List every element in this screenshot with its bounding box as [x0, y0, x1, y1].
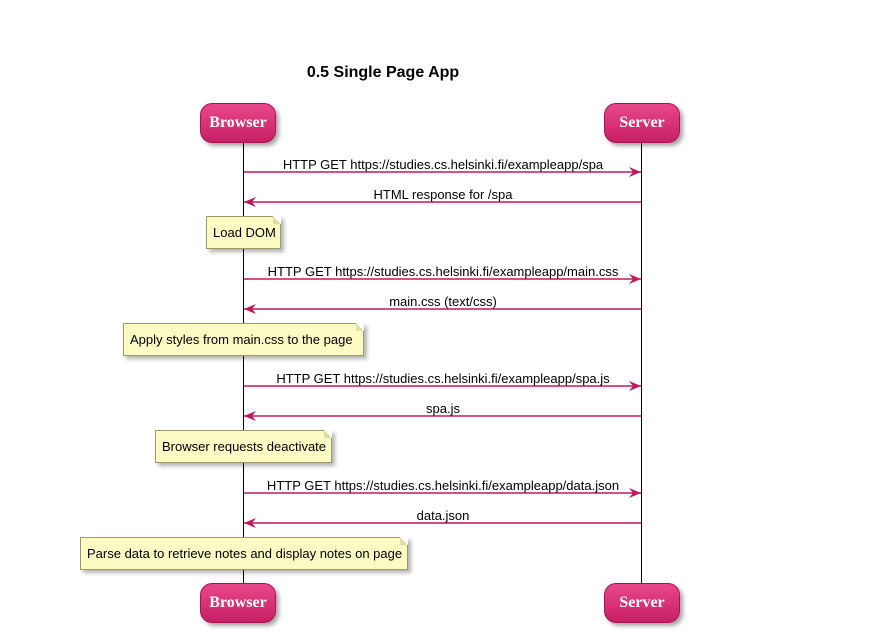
message-arrow-head — [244, 518, 256, 528]
message-label: HTTP GET https://studies.cs.helsinki.fi/… — [267, 264, 619, 279]
message-label: HTTP GET https://studies.cs.helsinki.fi/… — [276, 371, 610, 386]
message-arrow-head — [629, 381, 641, 391]
server-lifeline — [641, 143, 642, 584]
server-participant-top: Server — [604, 103, 680, 143]
browser-participant-top: Browser — [200, 103, 276, 143]
message-arrow-head — [629, 167, 641, 177]
message-arrow-head — [629, 274, 641, 284]
message-label: spa.js — [426, 401, 460, 416]
diagram-title: 0.5 Single Page App — [306, 64, 460, 81]
browser-lifeline — [243, 143, 244, 584]
note-browser-requests: Browser requests deactivate — [155, 430, 332, 463]
note-apply-styles: Apply styles from main.css to the page — [123, 323, 364, 356]
server-participant-bottom: Server — [604, 583, 680, 623]
note-load-dom: Load DOM — [206, 216, 281, 249]
message-label: main.css (text/css) — [389, 294, 497, 309]
message-arrow-head — [629, 488, 641, 498]
note-parse-data: Parse data to retrieve notes and display… — [80, 537, 408, 570]
message-label: HTTP GET https://studies.cs.helsinki.fi/… — [266, 478, 620, 493]
message-label: HTML response for /spa — [373, 187, 513, 202]
message-label: HTTP GET https://studies.cs.helsinki.fi/… — [282, 157, 604, 172]
message-label: data.json — [416, 508, 470, 523]
message-arrow-head — [244, 197, 256, 207]
browser-participant-bottom: Browser — [200, 583, 276, 623]
message-arrow-head — [244, 411, 256, 421]
message-arrow-head — [244, 304, 256, 314]
